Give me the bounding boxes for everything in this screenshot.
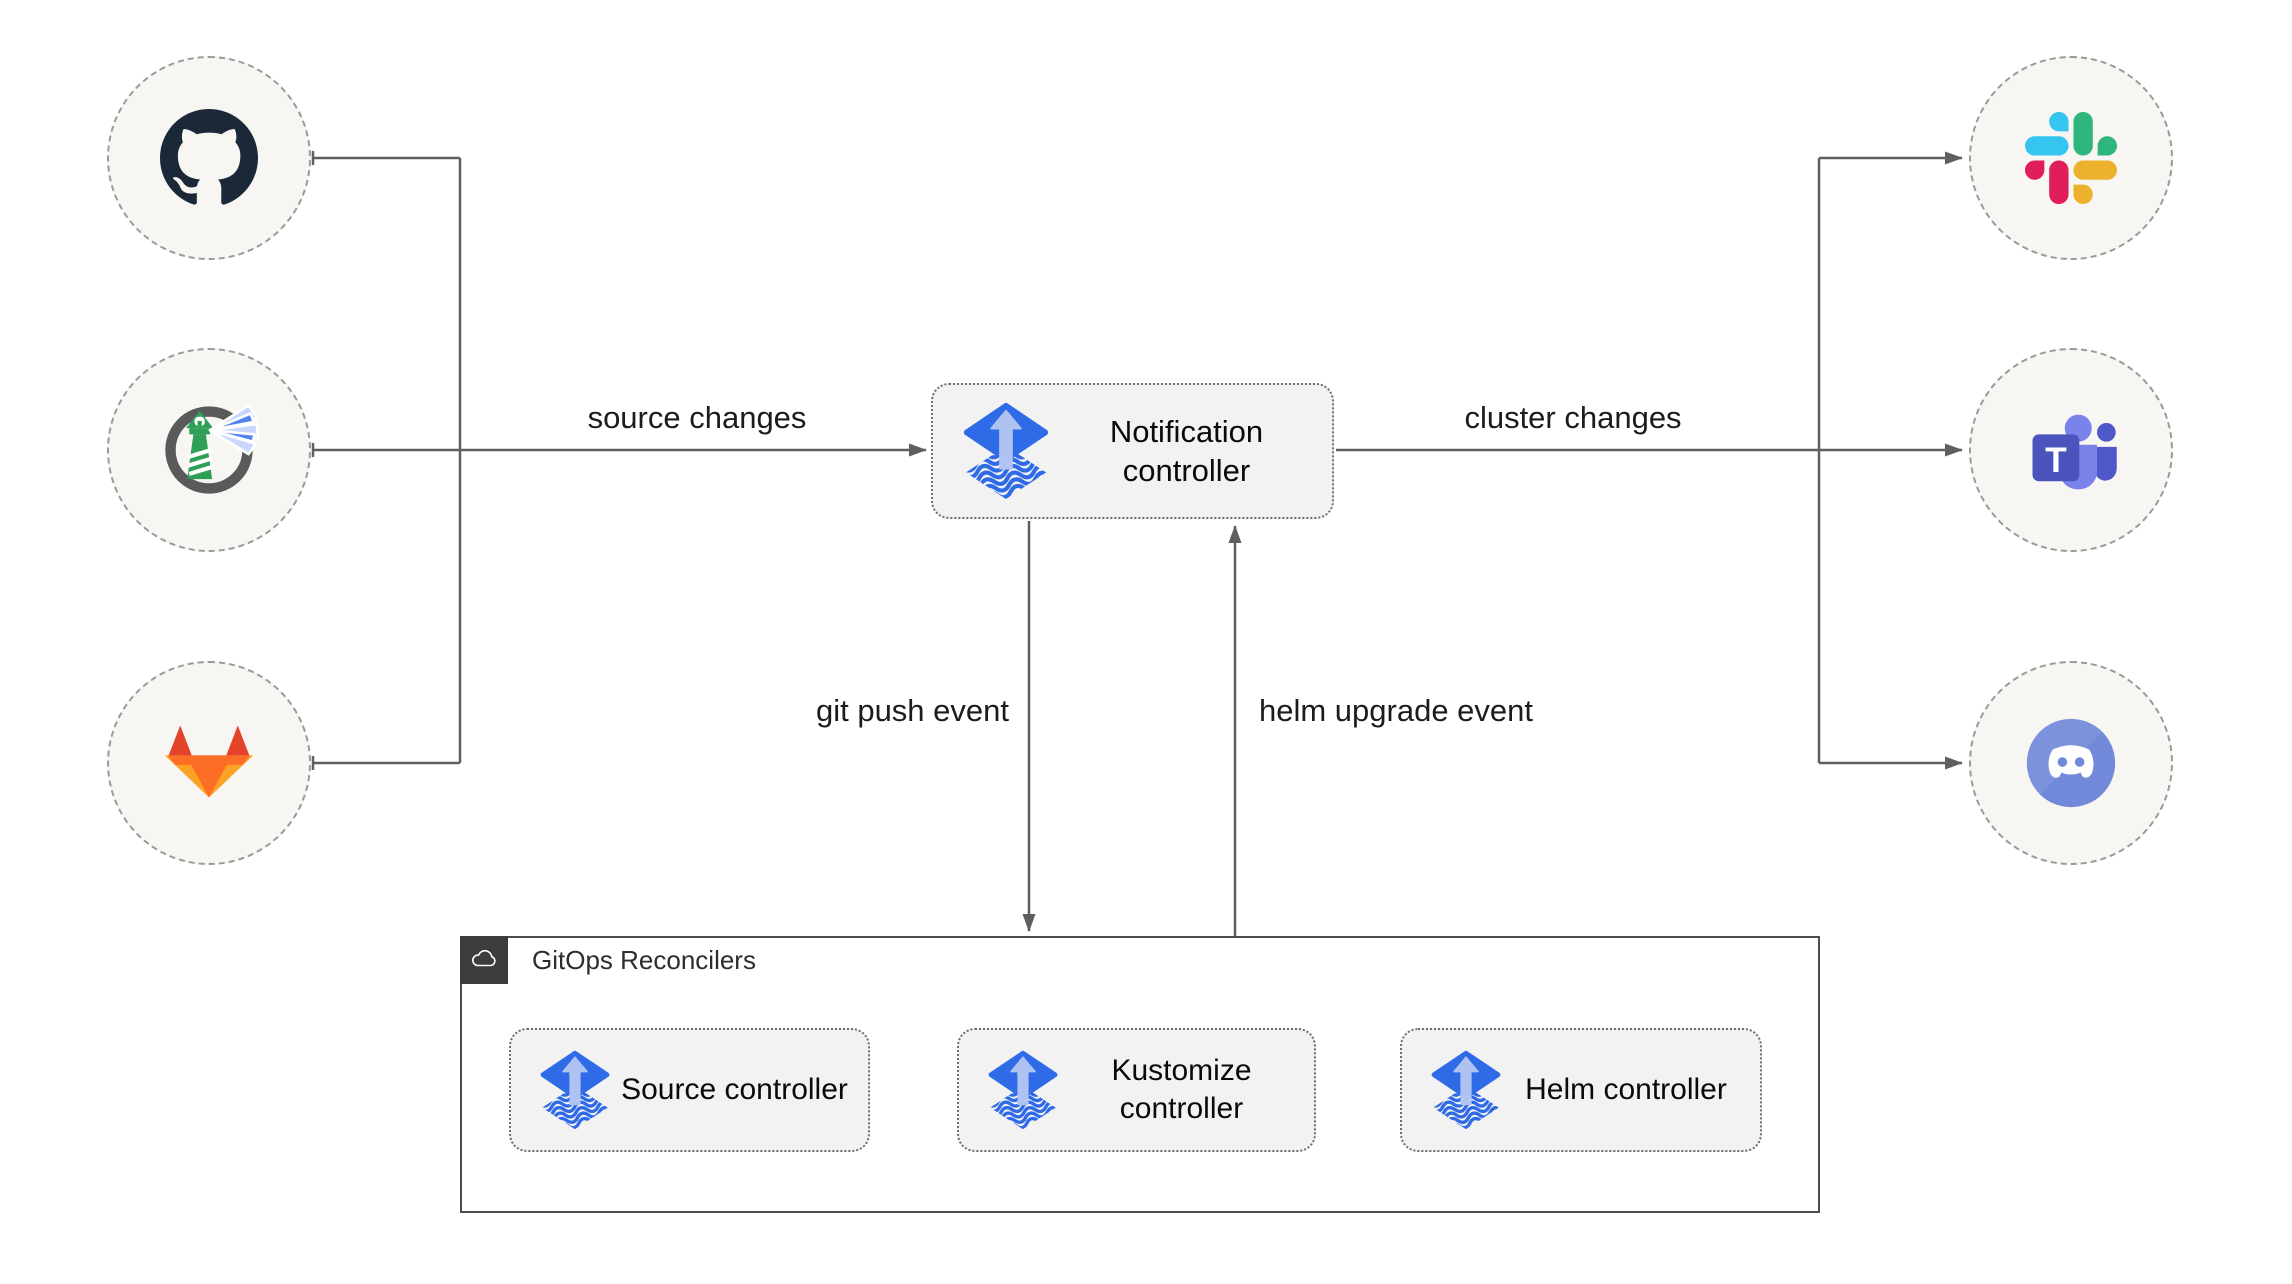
flux-icon: [983, 1050, 1063, 1130]
source-controller-label: Source controller: [621, 1073, 848, 1106]
helm-controller-label: Helm controller: [1525, 1073, 1727, 1106]
node-gitlab: [107, 661, 311, 865]
github-icon: [160, 109, 258, 205]
kustomize-controller-label: Kustomize controller: [1111, 1054, 1252, 1125]
node-notification-controller: Notification controller: [931, 383, 1334, 519]
group-label: GitOps Reconcilers: [532, 945, 756, 975]
gitlab-icon: [164, 725, 254, 798]
node-harbor: [107, 348, 311, 552]
group-badge: [460, 936, 508, 984]
flux-icon: [1426, 1050, 1506, 1130]
flux-icon: [535, 1050, 615, 1130]
cloud-icon: [472, 949, 496, 967]
flux-icon: [957, 402, 1055, 500]
node-helm-controller: Helm controller: [1400, 1028, 1762, 1152]
notification-controller-label: Notification controller: [1109, 414, 1264, 488]
teams-letter: T: [2045, 441, 2067, 480]
node-discord: [1969, 661, 2173, 865]
slack-icon: [2025, 112, 2117, 204]
node-microsoft-teams: T: [1969, 348, 2173, 552]
node-github: [107, 56, 311, 260]
node-slack: [1969, 56, 2173, 260]
edge-label-helm-upgrade-event: helm upgrade event: [1259, 693, 1534, 728]
node-source-controller: Source controller: [509, 1028, 870, 1152]
edge-label-git-push-event: git push event: [815, 693, 1009, 728]
discord-icon: [2026, 718, 2116, 808]
node-kustomize-controller: Kustomize controller: [957, 1028, 1316, 1152]
harbor-icon: [165, 403, 260, 494]
edge-label-source-changes: source changes: [587, 400, 807, 435]
microsoft-teams-icon: T: [2032, 414, 2117, 490]
edge-label-cluster-changes: cluster changes: [1464, 400, 1682, 435]
